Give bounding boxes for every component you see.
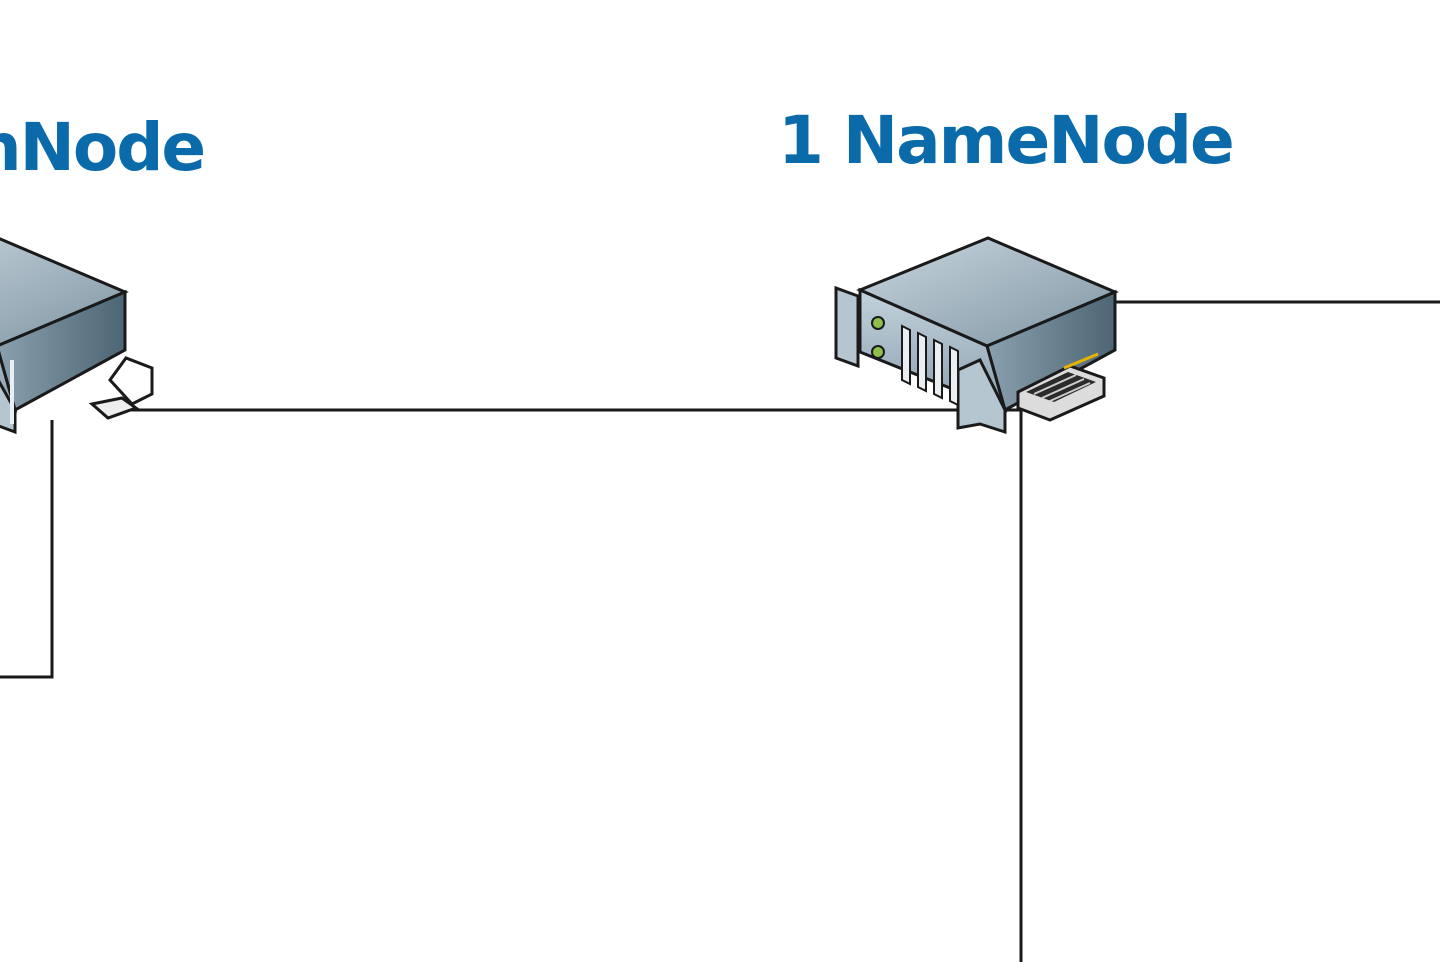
server-icon — [0, 237, 154, 435]
node-label-namenode: 1 NameNode — [778, 102, 1235, 179]
wire-left-node-down — [0, 420, 54, 679]
network-card-icon — [1016, 352, 1106, 422]
node-label-left: inNode — [0, 109, 206, 186]
server-icon — [834, 236, 1119, 435]
